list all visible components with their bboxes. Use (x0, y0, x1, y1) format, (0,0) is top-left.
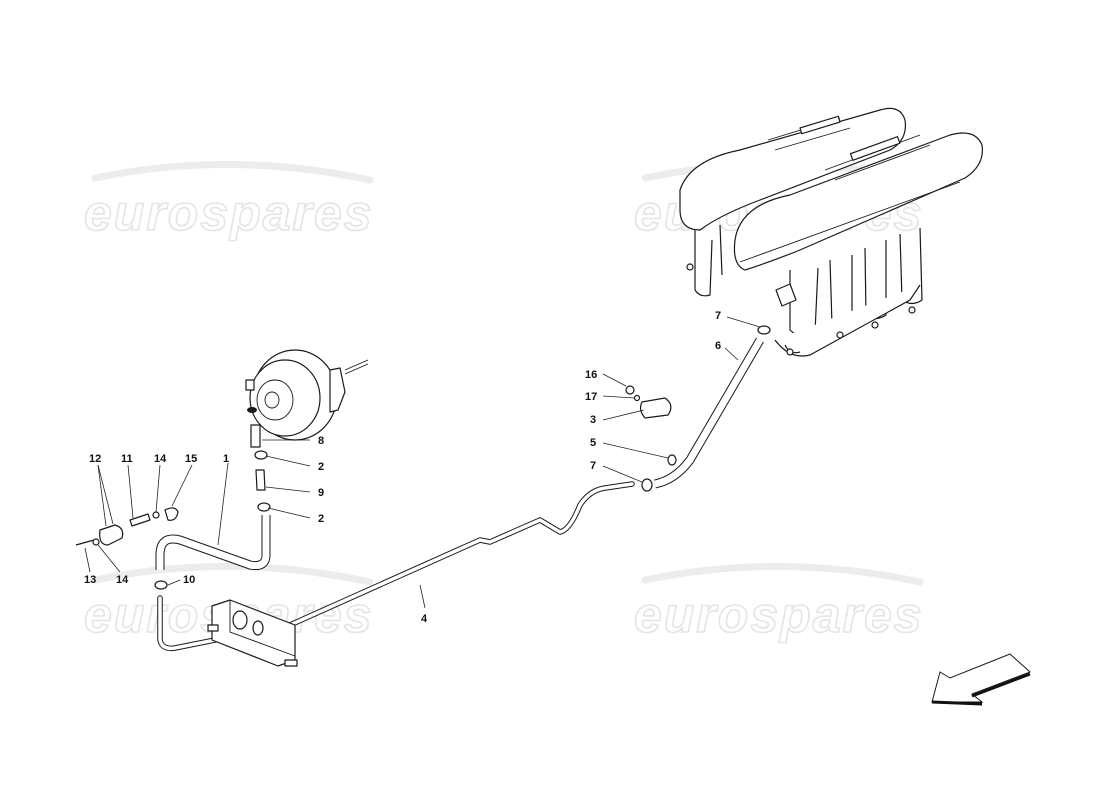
label-part-6: 6 (715, 340, 721, 352)
watermark-text: eurospares (84, 185, 374, 241)
part-7-clamp-manifold (757, 325, 771, 335)
watermark-bottom-right: eurospares (633, 562, 924, 644)
part-9-check-valve (255, 469, 266, 491)
label-part-2-upper: 2 (318, 461, 324, 473)
label-part-5: 5 (590, 437, 596, 449)
part-8-connector (250, 424, 261, 448)
label-part-10: 10 (183, 574, 195, 586)
part-2-clamp-upper (254, 450, 268, 460)
label-part-11: 11 (121, 453, 133, 465)
label-part-8: 8 (318, 435, 324, 447)
label-part-16: 16 (585, 369, 597, 381)
part-14-washer-lower (92, 538, 100, 546)
label-part-14-upper: 14 (154, 453, 167, 465)
label-part-2-lower: 2 (318, 513, 324, 525)
leader-lines (84, 316, 761, 609)
intake-manifold (679, 107, 983, 357)
part-7-clamp-pipe-end (641, 478, 653, 492)
part-15-clip (164, 507, 179, 521)
label-part-13: 13 (84, 574, 96, 586)
label-part-7-pipe-end: 7 (590, 460, 596, 472)
part-5-clip (667, 454, 677, 466)
label-part-4: 4 (421, 613, 428, 625)
manifold-hose-6 (641, 325, 771, 492)
clip-parts-right (625, 385, 672, 419)
part-2-clamp-lower (257, 502, 271, 512)
label-part-14-lower: 14 (116, 574, 129, 586)
part-17-washer (633, 394, 641, 402)
part-16-nut (625, 385, 635, 395)
servo-hose-assembly (154, 424, 271, 590)
part-10-clamp (154, 580, 168, 590)
part-3-bracket-clip (639, 397, 672, 419)
part-12-double-clip (99, 524, 124, 546)
label-part-17: 17 (585, 391, 597, 403)
brake-servo (245, 349, 369, 441)
pipe-bracket (207, 599, 298, 667)
part-labels: 1 2 2 3 4 5 6 7 7 8 9 10 11 12 13 14 14 … (84, 310, 721, 625)
label-part-1: 1 (223, 453, 229, 465)
direction-arrow-icon (931, 653, 1031, 706)
part-14-washer-upper (152, 511, 160, 519)
label-part-3: 3 (590, 414, 596, 426)
label-part-15: 15 (185, 453, 197, 465)
part-11-spacer (129, 513, 151, 527)
label-part-9: 9 (318, 487, 324, 499)
watermark-text: eurospares (634, 587, 924, 643)
label-part-7-manifold: 7 (715, 310, 721, 322)
clip-parts-left (75, 507, 179, 546)
watermark-top-left: eurospares (83, 160, 374, 242)
rigid-pipe-4 (157, 481, 635, 652)
label-part-12: 12 (89, 453, 101, 465)
